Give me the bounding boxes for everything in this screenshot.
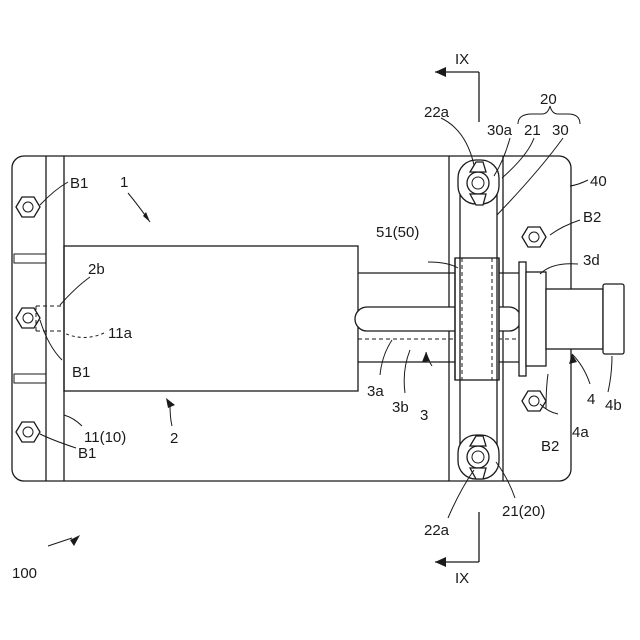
label-b1-top: B1 [70,175,88,192]
label-2: 2 [170,430,178,447]
label-30a: 30a [487,122,513,139]
label-4b: 4b [605,397,622,414]
bolt-b2-bottom [522,391,546,411]
label-b2-top: B2 [583,209,601,226]
label-b1-mid: B1 [72,364,90,381]
label-3d: 3d [583,252,600,269]
section-marker-bottom [435,512,479,567]
label-2b: 2b [88,261,105,278]
label-4: 4 [587,391,595,408]
label-3b: 3b [392,399,409,416]
label-40: 40 [590,173,607,190]
label-b1-bottom: B1 [78,445,96,462]
label-section-top: IX [455,51,469,68]
label-51-50: 51(50) [376,224,419,241]
label-22a-bottom: 22a [424,522,450,539]
label-section-bottom: IX [455,570,469,587]
bolt-b1-top [16,197,40,217]
label-3a: 3a [367,383,384,400]
label-11a: 11a [108,325,133,342]
label-1: 1 [120,174,128,191]
arrow-5 [70,535,80,546]
leader-2 [170,404,172,426]
clamp-bar [455,170,499,466]
label-22a-top: 22a [424,104,450,121]
flange [519,262,546,376]
label-21: 21 [524,122,541,139]
label-30: 30 [552,122,569,139]
main-body [64,246,358,391]
bolt-b1-middle [16,308,40,328]
bolt-b1-bottom [16,422,40,442]
arrow-3 [422,352,430,362]
bolt-b2-top [522,227,546,247]
label-b2-bottom: B2 [541,438,559,455]
label-100: 100 [12,565,37,582]
shaft [546,284,624,354]
toggle-bolt-bottom [458,435,499,479]
label-4a: 4a [572,424,589,441]
label-20: 20 [540,91,557,108]
label-3: 3 [420,407,428,424]
label-11-10: 11(10) [84,429,126,446]
label-21-20: 21(20) [502,503,545,520]
toggle-bolt-top [458,160,499,205]
